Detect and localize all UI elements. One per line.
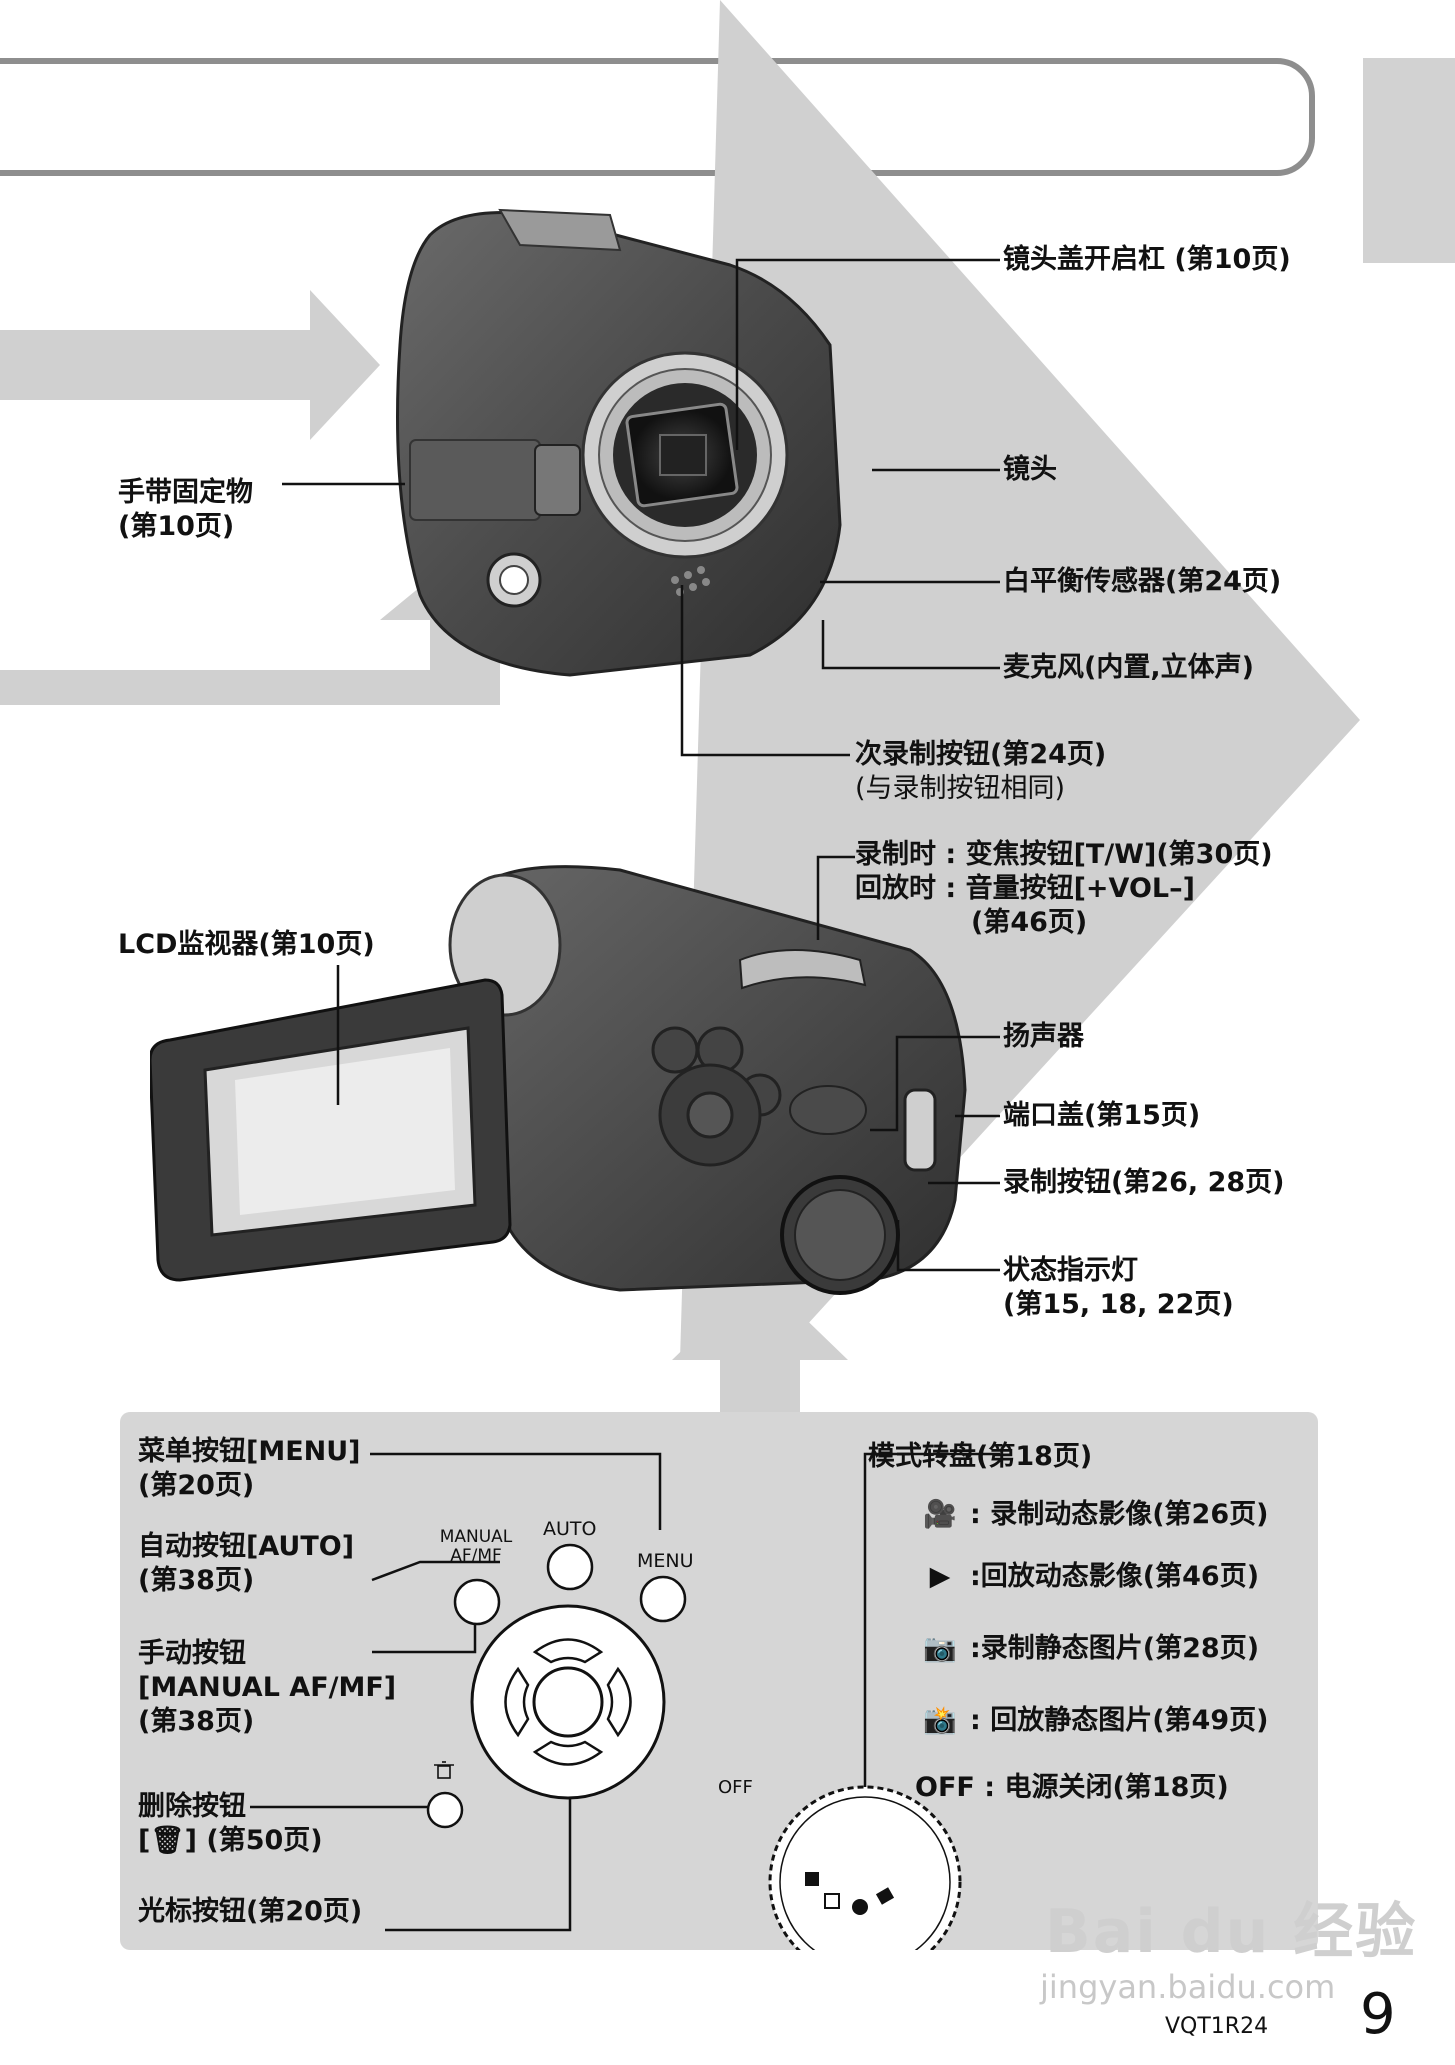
watermark-url: jingyan.baidu.com [1040, 1968, 1336, 2006]
cursor-left-key [504, 1666, 530, 1738]
trash-inline-icon: 🗑 [150, 1825, 185, 1856]
watermark-brand: Bai du 经验 [1045, 1897, 1418, 1967]
speaker-label: 扬声器 [1003, 1021, 1084, 1052]
controls-panel [120, 1412, 1318, 1950]
sub-record-button-note: (与录制按钮相同) [855, 773, 1066, 804]
movie-camera-icon: 🎥 [923, 1499, 957, 1530]
page-number: 9 [1360, 1982, 1396, 2047]
bottom-leader-lines [336, 855, 1000, 1272]
manual-button-label: 手动按钮 [138, 1638, 246, 1669]
section-tab [1363, 58, 1455, 263]
manual-af-mf-text: MANUAL AF/MF [439, 1527, 513, 1566]
terminal-cover-label: 端口盖(第15页) [1003, 1100, 1201, 1131]
manual-button-circle [453, 1578, 501, 1626]
menu-button-circle [639, 1575, 687, 1623]
delete-button-circle [426, 1791, 464, 1829]
menu-button-page: (第20页) [138, 1470, 255, 1501]
header-box [0, 58, 1315, 176]
manual-button-name: [MANUAL AF/MF] [138, 1672, 397, 1703]
play-icon: ▶ [929, 1561, 951, 1592]
model-code: VQT1R24 [1165, 2014, 1269, 2039]
auto-button-circle [546, 1543, 594, 1591]
status-indicator-page: (第15, 18, 22页) [1003, 1289, 1234, 1320]
zoom-button-label: 录制时 : 变焦按钮[T/W](第30页) [855, 839, 1273, 870]
camcorder-rear-illustration [150, 865, 967, 1295]
mode-row-photo-record: 📷:录制静态图片(第28页) [920, 1632, 1259, 1666]
delete-button-label: 删除按钮 [138, 1791, 246, 1822]
controls-diagram [250, 1452, 1000, 1950]
lcd-monitor-label: LCD监视器(第10页) [118, 929, 375, 960]
cursor-button-label: 光标按钮(第20页) [138, 1896, 363, 1927]
mode-dial-graphic [768, 1785, 962, 1950]
camera-icon: 📷 [923, 1633, 957, 1664]
mode-row-power-off: OFF : 电源关闭(第18页) [915, 1772, 1229, 1803]
dial-off-text: OFF [718, 1777, 753, 1798]
mode-row-photo-play: 📸: 回放静态图片(第49页) [920, 1704, 1268, 1738]
lens-label: 镜头 [1003, 454, 1057, 485]
status-indicator-label: 状态指示灯 [1003, 1255, 1138, 1286]
menu-button-label: 菜单按钮[MENU] [138, 1436, 361, 1467]
strap-holder-page: (第10页) [118, 511, 235, 542]
strap-holder-label: 手带固定物 [118, 477, 253, 508]
trash-icon [434, 1761, 454, 1779]
white-balance-sensor-label: 白平衡传感器(第24页) [1003, 566, 1282, 597]
manual-button-page: (第38页) [138, 1706, 255, 1737]
arrow-right-shape [0, 290, 380, 440]
off-icon: OFF [915, 1772, 975, 1803]
menu-text: MENU [637, 1550, 694, 1572]
auto-button-label: 自动按钮[AUTO] [138, 1531, 355, 1562]
arrow-up-bottom-shape2 [672, 1275, 848, 1420]
camera-play-icon: 📸 [923, 1705, 957, 1736]
sub-record-button-label: 次录制按钮(第24页) [855, 739, 1107, 770]
cursor-pad-center [532, 1666, 604, 1738]
camcorder-front-illustration [396, 208, 842, 677]
auto-button-page: (第38页) [138, 1565, 255, 1596]
cursor-down-key [532, 1740, 604, 1766]
cursor-right-key [606, 1666, 632, 1738]
delete-button-page: [🗑] (第50页) [138, 1825, 323, 1856]
auto-text: AUTO [543, 1518, 597, 1540]
volume-button-label: 回放时 : 音量按钮[+VOL–] [855, 873, 1195, 904]
record-button-label: 录制按钮(第26, 28页) [1003, 1167, 1285, 1198]
mode-dial-title: 模式转盘(第18页) [868, 1441, 1093, 1472]
mode-row-movie-record: 🎥: 录制动态影像(第26页) [920, 1498, 1268, 1532]
microphone-label: 麦克风(内置,立体声) [1003, 652, 1254, 683]
top-leader-lines [282, 258, 1000, 757]
lens-cover-lever-label: 镜头盖开启杠 (第10页) [1003, 244, 1291, 275]
cursor-up-key [532, 1638, 604, 1664]
volume-button-page: (第46页) [971, 907, 1088, 938]
mode-row-movie-play: ▶:回放动态影像(第46页) [920, 1560, 1259, 1594]
